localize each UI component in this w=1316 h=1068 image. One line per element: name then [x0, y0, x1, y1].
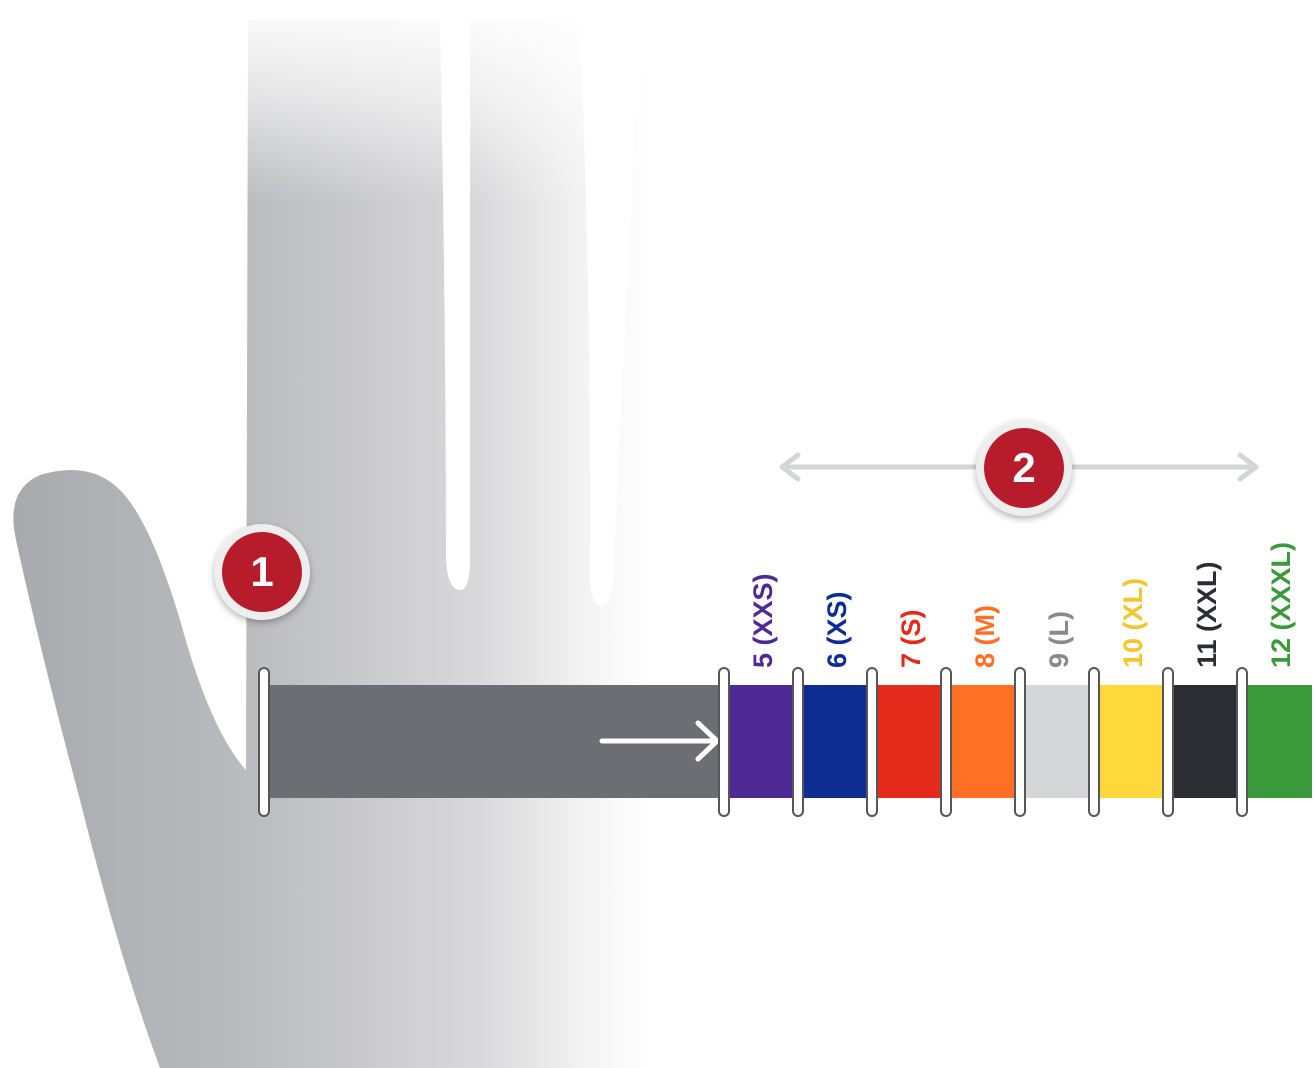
size-label-6: 10 (XL)	[1120, 578, 1147, 668]
size-swatch-8	[1244, 685, 1312, 798]
size-label-5: 9 (L)	[1046, 611, 1073, 668]
tick-mark-2	[719, 668, 729, 816]
size-swatch-7	[1170, 685, 1244, 798]
size-label-7: 11 (XXL)	[1194, 561, 1221, 668]
size-label-4: 8 (M)	[972, 605, 999, 668]
tick-mark-3	[793, 668, 803, 816]
size-swatch-4	[948, 685, 1022, 798]
step-2-number: 2	[1012, 444, 1035, 492]
size-label-1: 5 (XXS)	[750, 573, 777, 668]
size-label-2: 6 (XS)	[824, 591, 851, 668]
tick-mark-4	[867, 668, 877, 816]
size-swatch-1	[726, 685, 800, 798]
size-swatch-5	[1022, 685, 1096, 798]
tick-mark-1	[259, 668, 269, 816]
size-swatch-3	[874, 685, 948, 798]
tick-mark-7	[1089, 668, 1099, 816]
top-fade	[240, 0, 940, 480]
step-1-badge: 1	[214, 524, 310, 620]
tick-mark-5	[941, 668, 951, 816]
tick-mark-8	[1163, 668, 1173, 816]
step-2-badge: 2	[976, 420, 1072, 516]
tick-mark-9	[1237, 668, 1247, 816]
size-label-8: 12 (XXXL)	[1268, 542, 1295, 668]
tick-mark-6	[1015, 668, 1025, 816]
step-1-number: 1	[250, 548, 273, 596]
size-swatch-6	[1096, 685, 1170, 798]
size-swatch-2	[800, 685, 874, 798]
size-label-3: 7 (S)	[898, 609, 925, 668]
